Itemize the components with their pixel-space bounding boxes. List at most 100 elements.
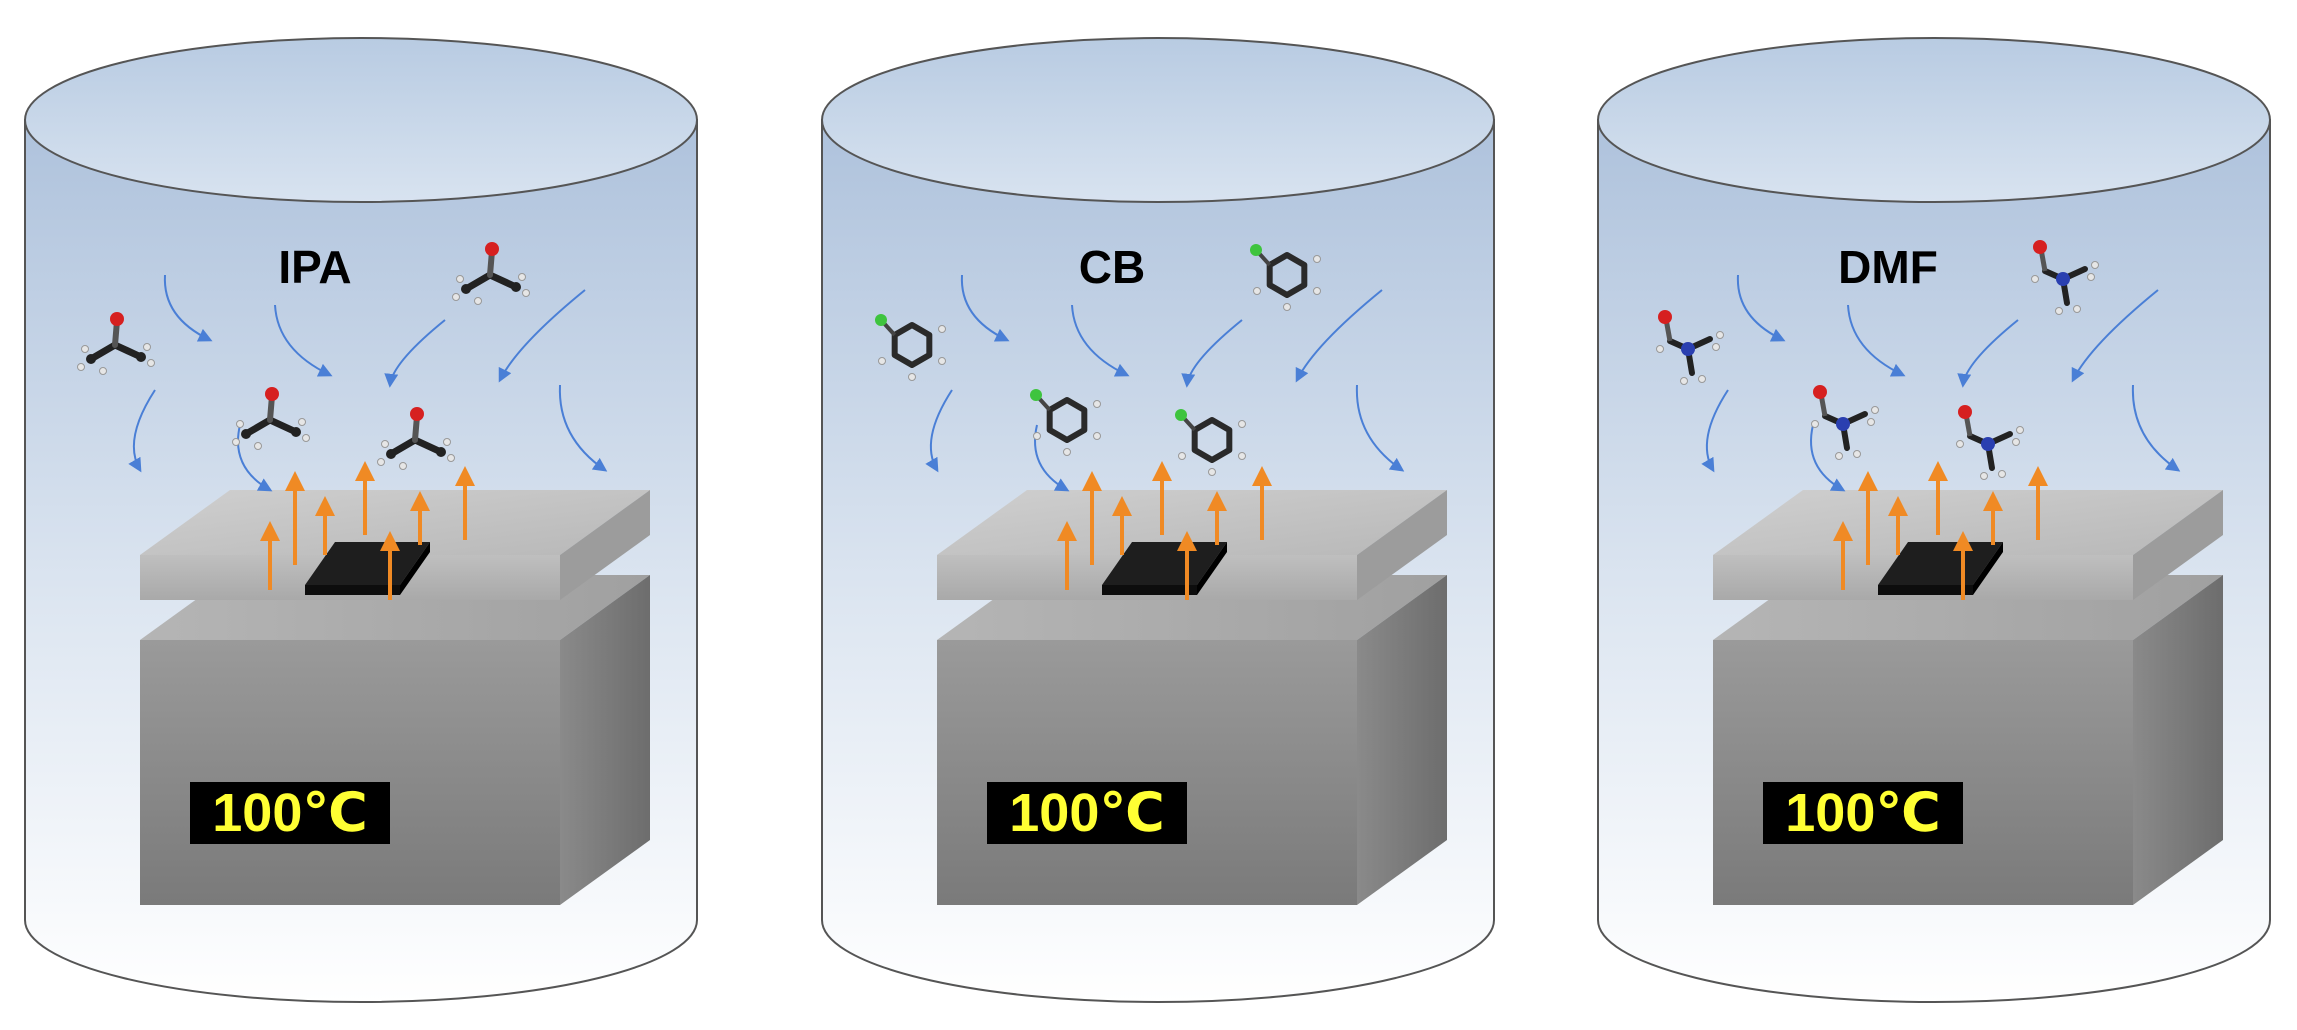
oxygen-atom	[1958, 405, 1972, 419]
dmf-molecule-icon	[2031, 240, 2099, 315]
solvent-label: CB	[1079, 241, 1145, 293]
hydrogen-atom	[1033, 432, 1041, 440]
hydrogen-atom	[236, 420, 244, 428]
dmf-molecule-icon	[1956, 405, 2024, 480]
nitrogen-atom	[2056, 272, 2070, 286]
temperature-readout: 100℃	[1785, 783, 1941, 843]
hydrogen-atom	[2012, 438, 2020, 446]
hydrogen-atom	[1680, 377, 1688, 385]
hydrogen-atom	[938, 357, 946, 365]
oxygen-atom	[1658, 310, 1672, 324]
hydrogen-atom	[1178, 452, 1186, 460]
hydrogen-atom	[1283, 303, 1291, 311]
chlorobenzene-molecule-icon	[1175, 409, 1246, 476]
vapor-arrow	[1181, 319, 1243, 388]
hydrogen-atom	[1811, 420, 1819, 428]
sample-substrate-side	[1973, 542, 2003, 595]
vapor-arrow	[237, 424, 273, 492]
hydrogen-atom	[1093, 432, 1101, 440]
sample-substrate	[1102, 542, 1227, 585]
carbon-atom	[386, 449, 396, 459]
hydrogen-atom	[147, 359, 155, 367]
carbon-atom	[461, 284, 471, 294]
chamber-lid	[821, 37, 1495, 203]
hydrogen-atom	[518, 273, 526, 281]
chlorine-atom	[1250, 244, 1262, 256]
hydrogen-atom	[474, 297, 482, 305]
hotplate-base-front	[937, 640, 1357, 905]
vapor-arrow	[1355, 384, 1405, 472]
hydrogen-atom	[2087, 273, 2095, 281]
hotplate-base-side	[2133, 575, 2223, 905]
hydrogen-atom	[1063, 448, 1071, 456]
hydrogen-atom	[1712, 343, 1720, 351]
hydrogen-atom	[1253, 287, 1261, 295]
chlorobenzene-molecule-icon	[1250, 244, 1321, 311]
sample-substrate	[1878, 542, 2003, 585]
hydrogen-atom	[456, 275, 464, 283]
hydrogen-atom	[1698, 375, 1706, 383]
chlorine-atom	[875, 314, 887, 326]
hydrogen-atom	[99, 367, 107, 375]
hydrogen-atom	[443, 438, 451, 446]
hydrogen-atom	[81, 345, 89, 353]
oxygen-atom	[2033, 240, 2047, 254]
temperature-readout: 100℃	[212, 783, 368, 843]
chamber-lid	[24, 37, 698, 203]
vapor-arrow	[558, 384, 608, 472]
hydrogen-atom	[77, 363, 85, 371]
hotplate-base-front	[140, 640, 560, 905]
carbon-atom	[241, 429, 251, 439]
oxygen-atom	[265, 387, 279, 401]
isopropanol-molecule-icon	[377, 407, 455, 470]
oxygen-atom	[110, 312, 124, 326]
hydrogen-atom	[2091, 261, 2099, 269]
oxygen-atom	[485, 242, 499, 256]
sample-substrate-side	[400, 542, 430, 595]
chamber-lid	[1597, 37, 2271, 203]
isopropanol-molecule-icon	[77, 312, 155, 375]
hydrogen-atom	[2031, 275, 2039, 283]
hydrogen-atom	[522, 289, 530, 297]
vapor-arrow	[1701, 389, 1729, 473]
carbon-atom	[136, 352, 146, 362]
hydrogen-atom	[1835, 452, 1843, 460]
vapor-arrow	[1847, 304, 1906, 377]
nitrogen-atom	[1981, 437, 1995, 451]
solvent-label: IPA	[278, 241, 351, 293]
chlorine-atom	[1030, 389, 1042, 401]
sample-substrate-front	[305, 585, 400, 595]
temperature-display	[987, 782, 1187, 844]
hydrogen-atom	[908, 373, 916, 381]
isopropanol-molecule-icon	[452, 242, 530, 305]
carbon-atom	[511, 282, 521, 292]
hydrogen-atom	[1871, 406, 1879, 414]
dmf-molecule-icon	[1811, 385, 1879, 460]
chamber-ipa: IPA 100℃	[24, 37, 698, 1003]
hotplate-base-side	[1357, 575, 1447, 905]
isopropanol-molecule-icon	[232, 387, 310, 450]
hotplate-top-side	[1357, 490, 1447, 600]
vapor-arrow	[128, 389, 156, 473]
hotplate-top-side	[2133, 490, 2223, 600]
nitrogen-atom	[1681, 342, 1695, 356]
vapor-arrow	[274, 304, 333, 377]
hydrogen-atom	[1238, 452, 1246, 460]
temperature-display	[190, 782, 390, 844]
carbon-atom	[436, 447, 446, 457]
dmf-molecule-icon	[1656, 310, 1724, 385]
hotplate-base-front	[1713, 640, 2133, 905]
hydrogen-atom	[2016, 426, 2024, 434]
vapor-arrow	[384, 319, 446, 388]
carbon-atom	[291, 427, 301, 437]
hydrogen-atom	[1998, 470, 2006, 478]
benzene-ring	[891, 322, 933, 368]
vapor-arrow	[1736, 274, 1786, 342]
hydrogen-atom	[1238, 420, 1246, 428]
hydrogen-atom	[1093, 400, 1101, 408]
hydrogen-atom	[143, 343, 151, 351]
vapor-arrow	[960, 274, 1010, 342]
hydrogen-atom	[1853, 450, 1861, 458]
